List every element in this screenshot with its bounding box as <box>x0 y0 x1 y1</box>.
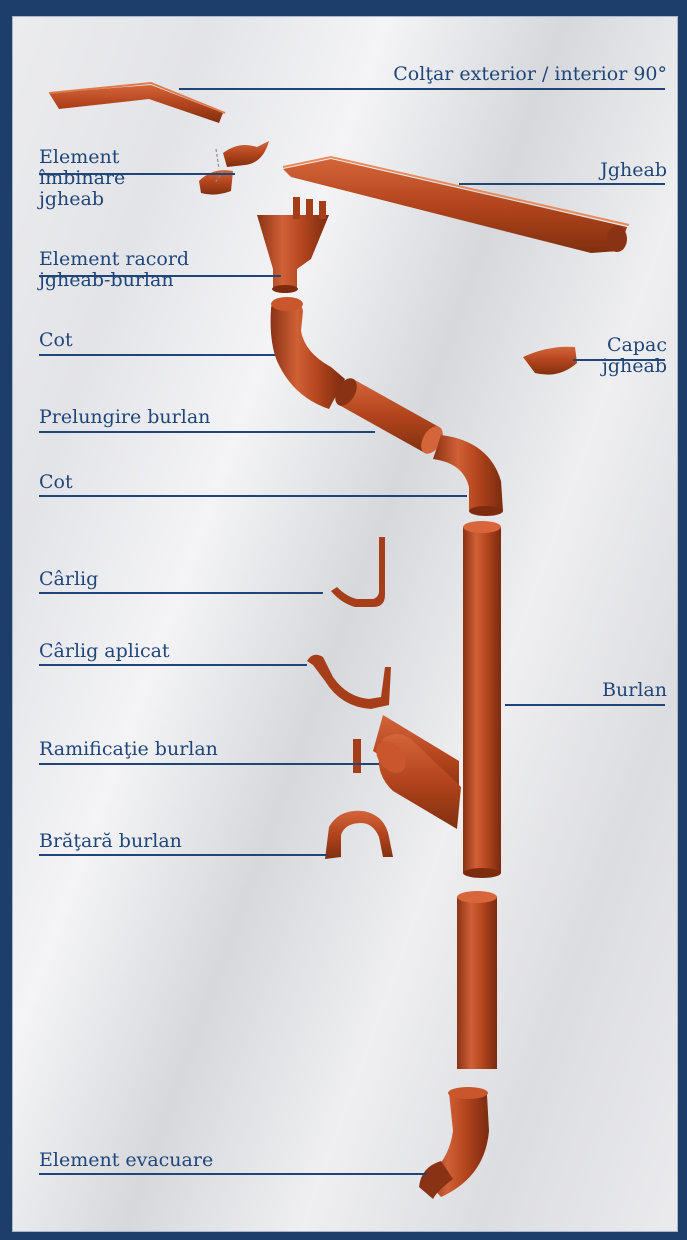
diagram-panel: Colţar exterior / interior 90° Element î… <box>12 16 678 1232</box>
outlet-shape <box>419 1087 489 1199</box>
label-bratara: Brăţară burlan <box>39 831 182 852</box>
downpipe-shape <box>463 521 501 878</box>
hook-shape <box>331 537 385 607</box>
label-element-racord: Element racord jgheab-burlan <box>39 249 189 291</box>
rule-cot-2 <box>39 495 467 497</box>
label-cot-1: Cot <box>39 330 73 351</box>
label-evacuare: Element evacuare <box>39 1150 213 1171</box>
label-jgheab: Jgheab <box>600 160 667 181</box>
rule-ramificatie <box>39 763 379 765</box>
label-element-imbinare: Element îmbinare jgheab <box>39 147 125 210</box>
rule-element-racord <box>39 275 281 277</box>
gutter-shape <box>283 157 629 253</box>
label-coltar: Colţar exterior / interior 90° <box>393 64 667 85</box>
rule-jgheab <box>459 183 665 185</box>
connector-shape <box>257 197 329 293</box>
rule-capac <box>573 359 665 361</box>
label-carlig: Cârlig <box>39 569 98 590</box>
rule-element-imbinare <box>39 173 235 175</box>
elbow-2-shape <box>433 435 503 516</box>
rule-carlig-aplicat <box>39 664 307 666</box>
label-prelungire: Prelungire burlan <box>39 407 210 428</box>
rule-bratara <box>39 854 327 856</box>
rule-evacuare <box>39 1173 427 1175</box>
label-burlan: Burlan <box>602 680 667 701</box>
label-capac: Capac jgheab <box>602 335 667 377</box>
elbow-1-shape <box>271 297 345 409</box>
rule-cot-1 <box>39 354 275 356</box>
label-carlig-aplicat: Cârlig aplicat <box>39 641 170 662</box>
rule-prelungire <box>39 431 375 433</box>
extension-pipe-shape <box>331 375 448 458</box>
pipe-bracket-shape <box>325 811 393 859</box>
rule-coltar <box>179 88 665 90</box>
end-cap-shape <box>523 347 577 375</box>
joint-element-shape <box>199 141 269 195</box>
rule-carlig <box>39 592 323 594</box>
label-cot-2: Cot <box>39 472 73 493</box>
label-ramificatie: Ramificaţie burlan <box>39 739 218 760</box>
rule-burlan <box>505 704 665 706</box>
